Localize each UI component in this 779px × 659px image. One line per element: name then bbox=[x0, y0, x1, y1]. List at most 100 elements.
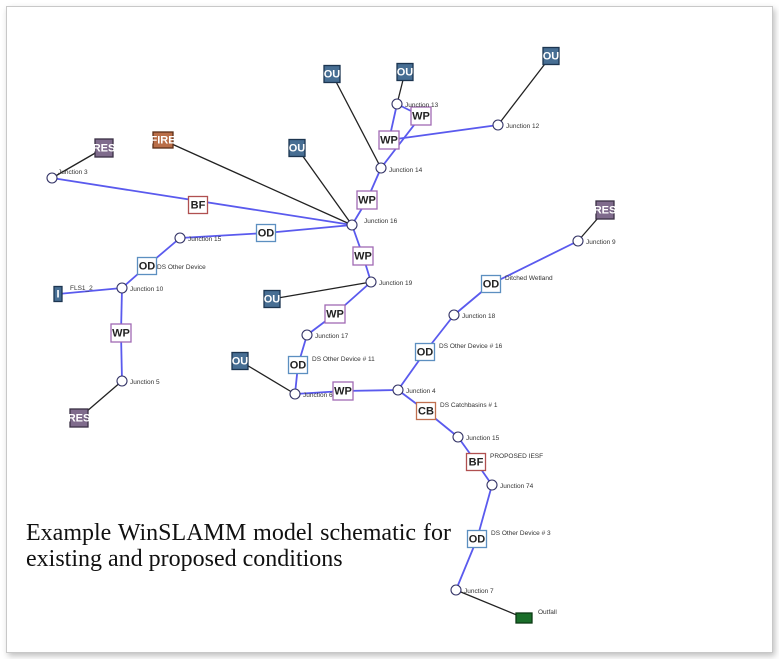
bf-icon-box bbox=[465, 452, 487, 472]
od-icon-box bbox=[480, 274, 502, 294]
junction-j19[interactable]: Junction 19 bbox=[365, 276, 413, 288]
link-j16-od2 bbox=[265, 224, 353, 234]
ou-icon: OU bbox=[264, 294, 281, 306]
wp-icon: WP bbox=[358, 195, 376, 207]
od-icon: OD bbox=[139, 261, 156, 273]
node-ou2[interactable]: OU bbox=[396, 62, 414, 82]
node-label: Junction 5 bbox=[130, 379, 160, 386]
node-od2[interactable]: OD bbox=[255, 223, 277, 243]
node-wp1[interactable]: WP bbox=[110, 323, 132, 343]
junction-circle bbox=[486, 479, 498, 491]
node-od5[interactable]: OD Ditched Wetland bbox=[480, 274, 553, 294]
node-label: Junction 6 bbox=[303, 392, 333, 399]
link-ou6-j6 bbox=[239, 360, 296, 395]
node-res2[interactable]: RES bbox=[594, 200, 617, 220]
wp-icon-box bbox=[110, 323, 132, 343]
junction-j15b[interactable]: Junction 15 bbox=[452, 431, 500, 443]
node-bf1[interactable]: BF bbox=[187, 195, 209, 215]
ou-icon: OU bbox=[324, 69, 341, 81]
node-label: Junction 16 bbox=[364, 218, 398, 225]
wp-icon: WP bbox=[334, 386, 352, 398]
junction-j5[interactable]: Junction 5 bbox=[116, 375, 160, 387]
junction-circle bbox=[346, 219, 358, 231]
cb-icon: CB bbox=[418, 406, 434, 418]
junction-j16[interactable]: Junction 16 bbox=[346, 218, 398, 231]
wp-icon: WP bbox=[112, 328, 130, 340]
ou-icon: OU bbox=[289, 143, 306, 155]
node-wp5[interactable]: WP bbox=[352, 246, 374, 266]
od-icon: OD bbox=[417, 347, 434, 359]
node-wp6[interactable]: WP bbox=[324, 304, 346, 324]
ou-icon-box bbox=[396, 62, 414, 82]
od-icon-box bbox=[466, 529, 488, 549]
link-ou3-j16 bbox=[296, 147, 353, 226]
node-ou6[interactable]: OU bbox=[231, 351, 249, 371]
node-label: Junction 18 bbox=[462, 313, 496, 320]
node-ou4[interactable]: OU bbox=[542, 46, 560, 66]
junction-j17[interactable]: Junction 17 bbox=[301, 329, 349, 341]
node-label: Junction 17 bbox=[315, 333, 349, 340]
res-icon: RES bbox=[93, 143, 116, 155]
od-icon-box bbox=[136, 256, 158, 276]
bf-icon-box bbox=[187, 195, 209, 215]
junction-circle bbox=[391, 98, 403, 110]
node-ou5[interactable]: OU bbox=[263, 289, 281, 309]
junction-circle bbox=[174, 232, 186, 244]
junction-j7[interactable]: Junction 7 bbox=[450, 584, 494, 596]
junction-j74[interactable]: Junction 74 bbox=[486, 479, 534, 491]
node-label: Outfall bbox=[538, 609, 557, 616]
node-wp2[interactable]: WP bbox=[410, 106, 432, 126]
od-icon: OD bbox=[483, 279, 500, 291]
node-ou3[interactable]: OU bbox=[288, 138, 306, 158]
wp-icon-box bbox=[324, 304, 346, 324]
node-wp4[interactable]: WP bbox=[356, 190, 378, 210]
ou-icon-box bbox=[323, 64, 341, 84]
node-fire[interactable]: FIRE bbox=[150, 131, 176, 149]
junction-circle bbox=[448, 309, 460, 321]
node-ou1[interactable]: OU bbox=[323, 64, 341, 84]
junction-j12[interactable]: Junction 12 bbox=[492, 119, 540, 131]
junction-j6[interactable]: Junction 6 bbox=[289, 388, 333, 400]
caption-text: Example WinSLAMM model schematic for exi… bbox=[26, 520, 451, 572]
junction-circle bbox=[452, 431, 464, 443]
junction-circle bbox=[116, 375, 128, 387]
node-label: Ditched Wetland bbox=[505, 275, 553, 282]
node-wp7[interactable]: WP bbox=[332, 381, 354, 401]
junction-j9[interactable]: Junction 9 bbox=[572, 235, 616, 247]
junction-j15[interactable]: Junction 15 bbox=[174, 232, 222, 244]
junction-j18[interactable]: Junction 18 bbox=[448, 309, 496, 321]
od-icon: OD bbox=[469, 534, 486, 546]
node-res3[interactable]: RES bbox=[68, 408, 91, 428]
wp-icon-box bbox=[410, 106, 432, 126]
node-outfall[interactable]: Outfall bbox=[515, 609, 557, 624]
node-label: Junction 14 bbox=[389, 167, 423, 174]
node-label: Junction 12 bbox=[506, 123, 540, 130]
fire-icon: FIRE bbox=[150, 135, 175, 147]
node-wp3[interactable]: WP bbox=[378, 130, 400, 150]
junction-j13[interactable]: Junction 13 bbox=[391, 98, 439, 110]
junction-circle bbox=[375, 162, 387, 174]
junction-j4[interactable]: Junction 4 bbox=[392, 384, 436, 396]
link-ou4-j12 bbox=[497, 55, 552, 126]
junction-j10[interactable]: Junction 10 bbox=[116, 282, 164, 294]
junction-j14[interactable]: Junction 14 bbox=[375, 162, 423, 174]
node-label: PROPOSED IESF bbox=[490, 453, 543, 460]
link-fl1-j10 bbox=[57, 287, 123, 295]
junction-j3[interactable]: Junction 3 bbox=[46, 169, 88, 184]
od-icon-box bbox=[287, 355, 309, 375]
ou-icon-box bbox=[231, 351, 249, 371]
out-icon-box bbox=[515, 612, 533, 624]
node-res1[interactable]: RES bbox=[93, 138, 116, 158]
node-label: Junction 74 bbox=[500, 483, 534, 490]
junction-circle bbox=[301, 329, 313, 341]
link-j9-od5 bbox=[490, 240, 579, 285]
wp-icon-box bbox=[378, 130, 400, 150]
